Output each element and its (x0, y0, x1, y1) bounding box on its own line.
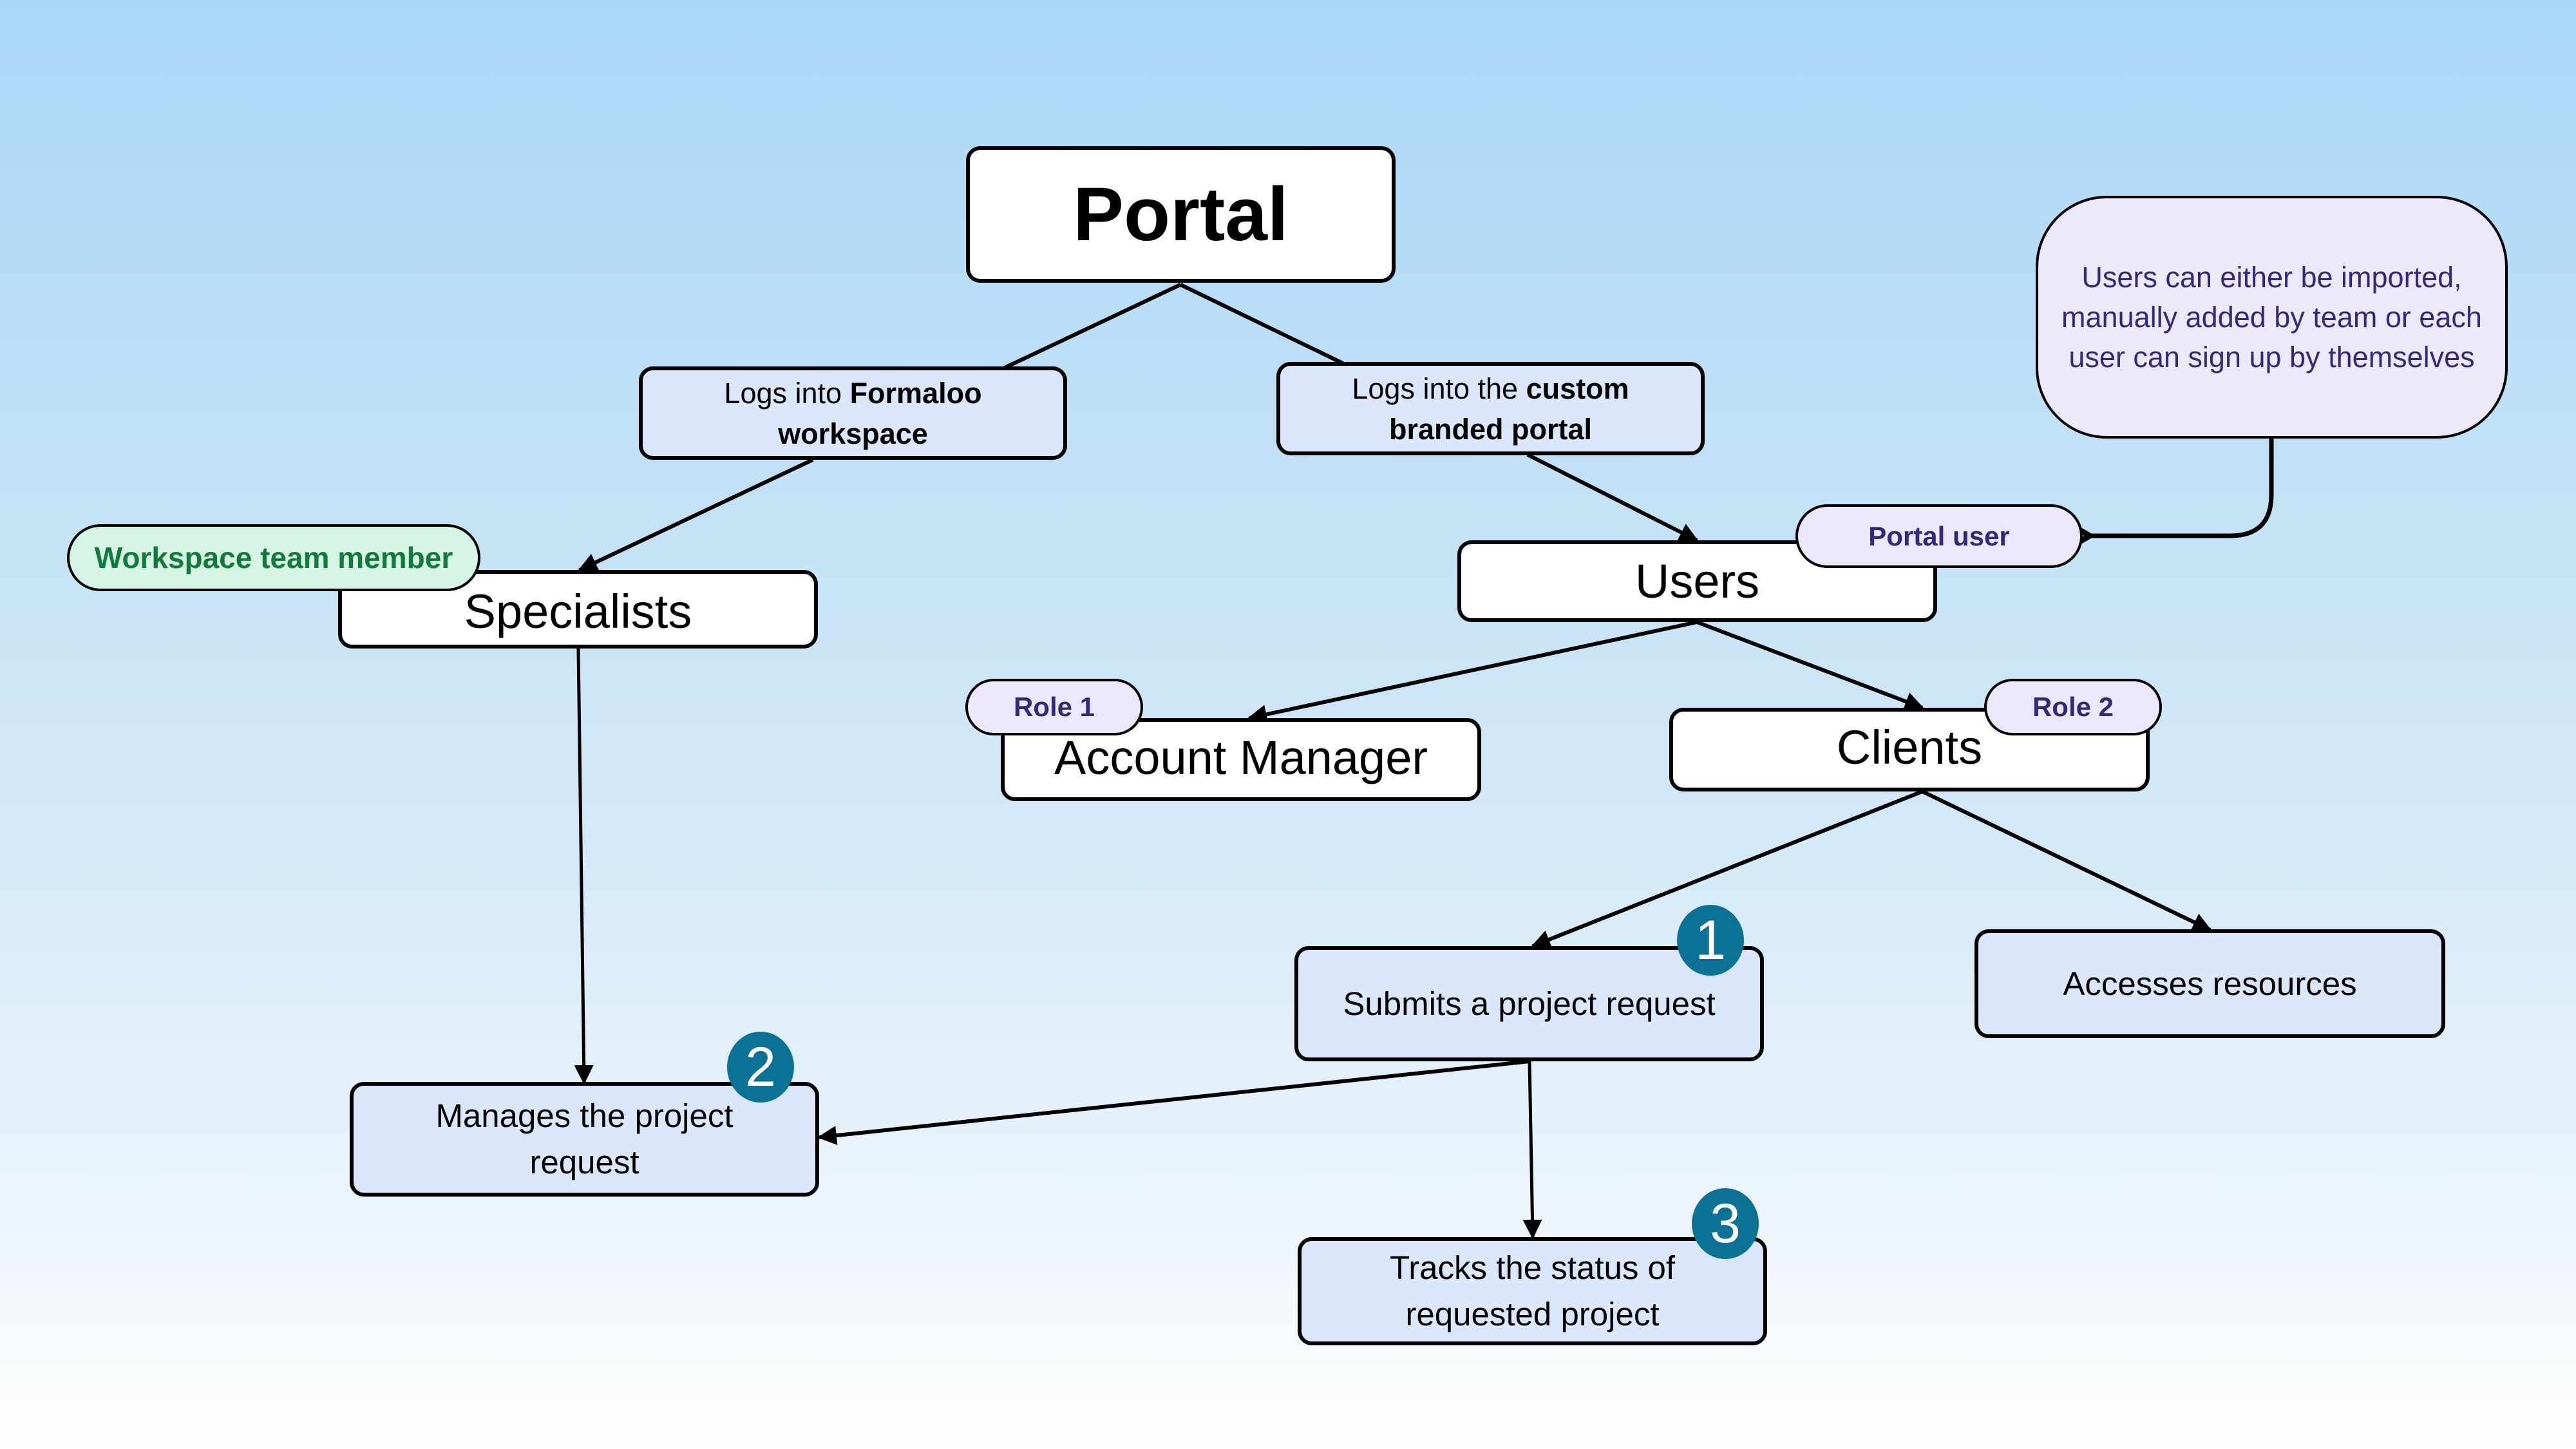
custom-portal-login-text: Logs into the custom branded portal (1306, 368, 1675, 450)
workspace-login-bold: Formaloo workspace (778, 376, 982, 450)
edge-specialists-to-manages (574, 648, 594, 1084)
portal-user-tag: Portal user (1795, 504, 2083, 568)
workspace-login-node: Logs into Formaloo workspace (639, 366, 1067, 460)
edge-clients-to-submits (1531, 790, 1924, 949)
step-badge-3: 3 (1692, 1188, 1759, 1259)
submits-request-node: Submits a project request (1294, 946, 1764, 1061)
manages-request-node: Manages the project request (350, 1082, 819, 1197)
edge-note-to-portal-user (2090, 439, 2274, 536)
users-import-note-text: Users can either be imported, manually a… (2061, 260, 2482, 374)
workspace-login-prefix: Logs into (724, 376, 850, 410)
role-1-tag: Role 1 (965, 679, 1143, 735)
portal-title-node: Portal (966, 146, 1396, 283)
manages-request-text: Manages the project request (435, 1097, 734, 1180)
tracks-status-text: Tracks the status of requested project (1389, 1249, 1676, 1332)
edge-custom-login-to-users (1526, 453, 1699, 542)
workspace-team-member-tag: Workspace team member (67, 524, 480, 591)
edge-submits-to-manages (817, 1059, 1530, 1146)
step-badge-2: 2 (727, 1032, 794, 1103)
custom-portal-login-prefix: Logs into the (1352, 372, 1526, 405)
custom-portal-login-bold: custom branded portal (1388, 372, 1629, 446)
role-2-tag: Role 2 (1984, 679, 2162, 735)
workspace-login-text: Logs into Formaloo workspace (668, 373, 1037, 454)
submits-request-text: Submits a project request (1343, 985, 1716, 1022)
edge-workspace-login-to-specialists (578, 458, 814, 572)
accesses-resources-text: Accesses resources (2063, 965, 2357, 1002)
custom-portal-login-node: Logs into the custom branded portal (1276, 362, 1705, 455)
step-badge-1: 1 (1677, 905, 1744, 976)
edge-portal-to-workspace-login (1003, 283, 1182, 370)
users-import-note: Users can either be imported, manually a… (2036, 196, 2508, 439)
edge-users-to-account-manager (1247, 620, 1698, 724)
edge-submits-to-tracks (1522, 1061, 1542, 1239)
accesses-resources-node: Accesses resources (1975, 929, 2445, 1038)
edge-portal-to-custom-login (1179, 283, 1344, 365)
tracks-status-node: Tracks the status of requested project (1298, 1237, 1767, 1345)
edge-clients-to-accesses (1921, 790, 2212, 932)
edge-users-to-clients (1696, 620, 1924, 711)
